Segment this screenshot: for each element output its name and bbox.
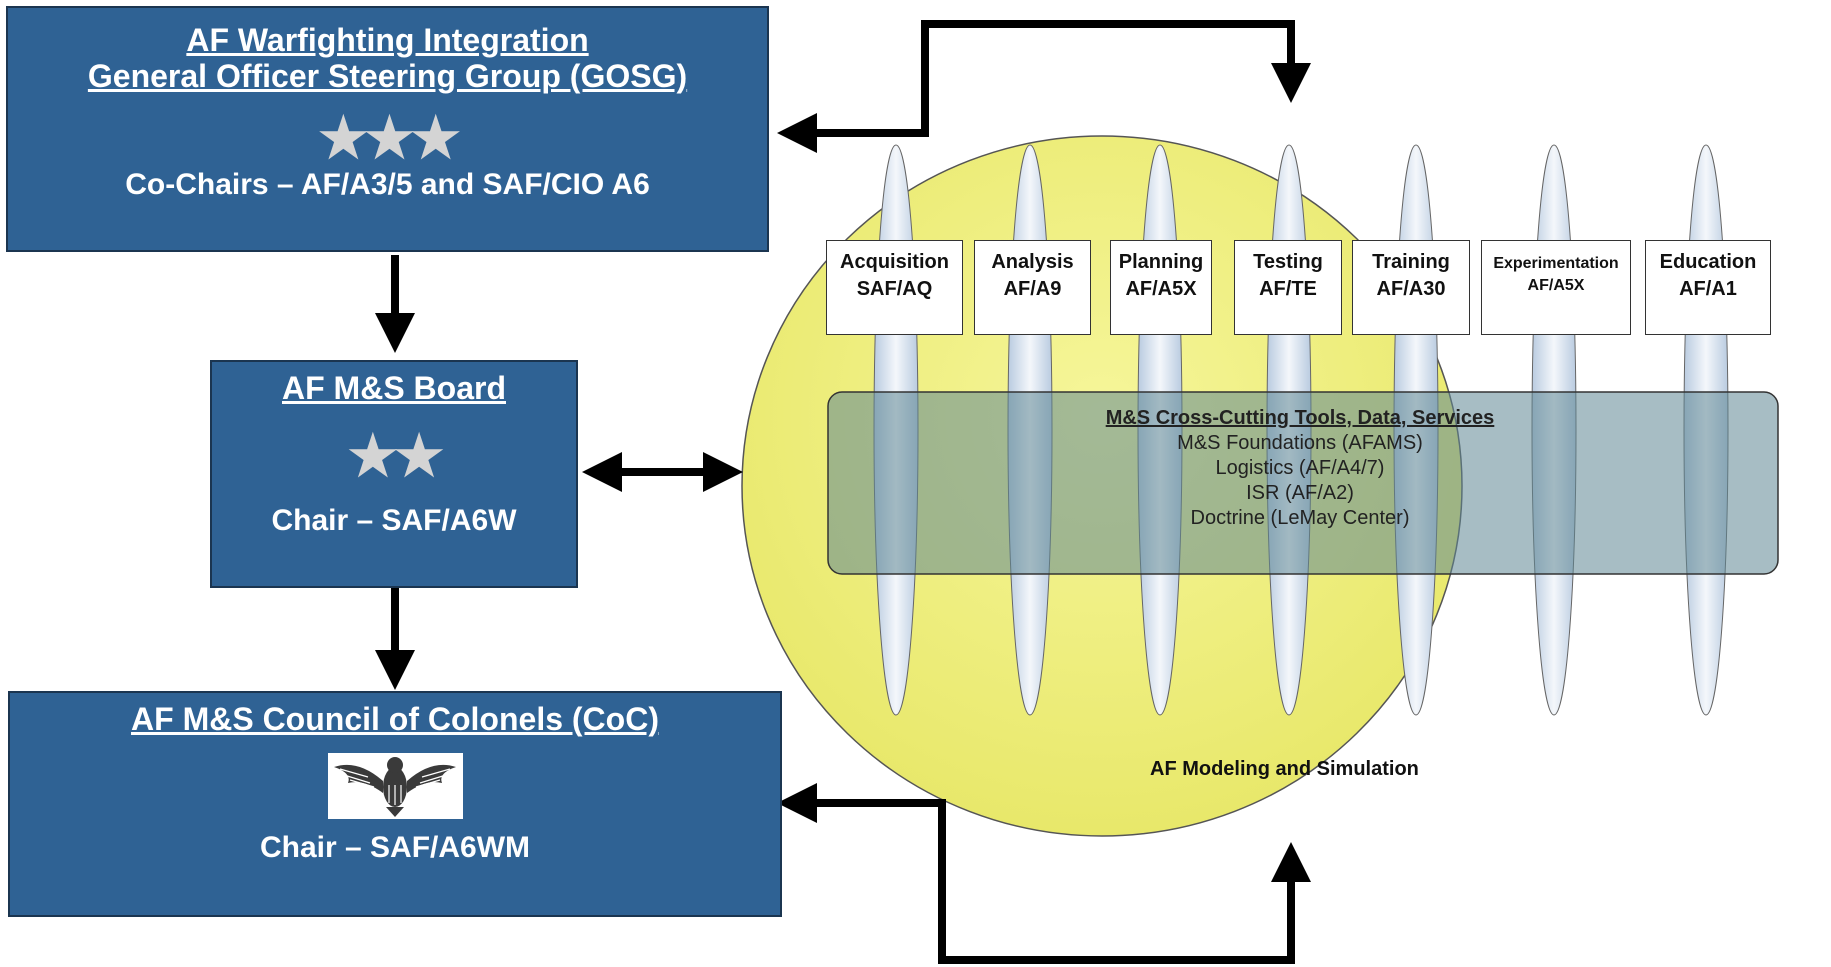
gosg-chairs: Co-Chairs – AF/A3/5 and SAF/CIO A6 — [125, 168, 650, 201]
function-name: Experimentation — [1493, 255, 1619, 272]
crosscutting-item: Logistics (AF/A4/7) — [1215, 457, 1385, 479]
arrow-coc-ellipse — [777, 783, 1311, 964]
function-name: Planning — [1118, 251, 1204, 273]
crosscutting-item: M&S Foundations (AFAMS) — [1177, 432, 1423, 454]
crosscutting-title: M&S Cross-Cutting Tools, Data, Services — [1105, 407, 1495, 429]
board-chair: Chair – SAF/A6W — [271, 504, 517, 537]
function-analysis: Analysis AF/A9 — [974, 240, 1091, 335]
function-office: AF/A1 — [1679, 278, 1737, 300]
function-office: AF/TE — [1259, 278, 1317, 300]
three-star-icon: ★★★ — [318, 106, 461, 169]
function-name: Analysis — [991, 251, 1074, 273]
coc-box: AF M&S Council of Colonels (CoC) — [8, 691, 782, 917]
function-experimentation: Experimentation AF/A5X — [1481, 240, 1631, 335]
board-box: AF M&S Board ★★ Chair – SAF/A6W — [210, 360, 578, 588]
function-name: Education — [1659, 251, 1757, 273]
function-training: Training AF/A30 — [1352, 240, 1470, 335]
ellipse-label: AF Modeling and Simulation — [1150, 758, 1419, 780]
function-office: AF/A9 — [1003, 278, 1062, 300]
arrow-gosg-ellipse — [777, 20, 1311, 153]
gosg-box: AF Warfighting Integration General Offic… — [6, 6, 769, 252]
function-office: SAF/AQ — [856, 278, 933, 300]
function-office: AF/A30 — [1376, 278, 1446, 300]
function-name: Testing — [1253, 251, 1323, 273]
board-title: AF M&S Board — [282, 370, 506, 406]
crosscutting-item: Doctrine (LeMay Center) — [1190, 507, 1410, 529]
function-education: Education AF/A1 — [1645, 240, 1771, 335]
function-planning: Planning AF/A5X — [1110, 240, 1212, 335]
function-name: Acquisition — [840, 251, 949, 273]
function-office: AF/A5X — [1527, 277, 1585, 294]
crosscutting-text: M&S Cross-Cutting Tools, Data, Services … — [1000, 406, 1600, 531]
two-star-icon: ★★ — [347, 424, 444, 487]
gosg-title-line2: General Officer Steering Group (GOSG) — [87, 58, 688, 94]
function-acquisition: Acquisition SAF/AQ — [826, 240, 963, 335]
function-office: AF/A5X — [1125, 278, 1197, 300]
colonel-eagle-insignia — [327, 753, 463, 819]
gosg-title-line1: AF Warfighting Integration — [186, 22, 589, 58]
function-testing: Testing AF/TE — [1234, 240, 1342, 335]
crosscutting-item: ISR (AF/A2) — [1246, 482, 1354, 504]
coc-title: AF M&S Council of Colonels (CoC) — [131, 701, 659, 737]
crosscutting-band — [827, 391, 1779, 575]
coc-chair: Chair – SAF/A6WM — [259, 831, 531, 864]
function-name: Training — [1372, 251, 1450, 273]
connector-arrows — [375, 20, 1311, 964]
